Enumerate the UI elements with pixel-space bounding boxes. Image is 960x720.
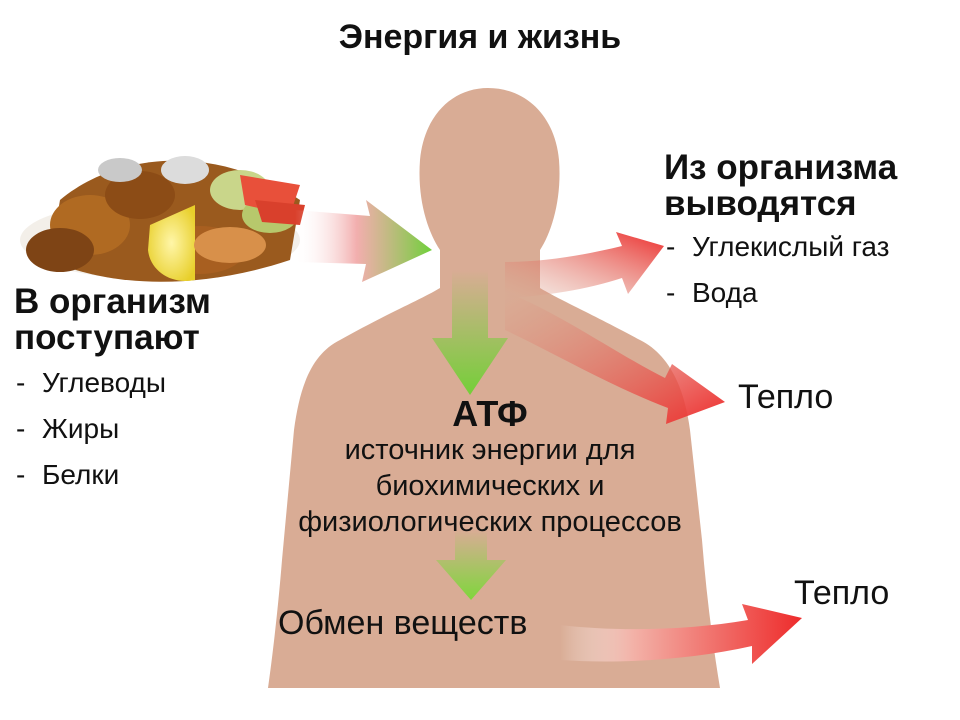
output-heading: Из организма выводятся bbox=[664, 150, 897, 222]
list-dash: - bbox=[666, 231, 676, 262]
output-item: -Углекислый газ bbox=[666, 224, 890, 270]
arrow-to-metabolism bbox=[436, 530, 506, 600]
list-dash: - bbox=[16, 413, 26, 444]
intake-item-label: Углеводы bbox=[42, 367, 167, 398]
output-list: -Углекислый газ -Вода bbox=[666, 224, 890, 316]
output-item: -Вода bbox=[666, 270, 890, 316]
atp-desc-line2: биохимических и bbox=[375, 470, 605, 502]
intake-item-label: Жиры bbox=[42, 413, 120, 444]
output-item-label: Углекислый газ bbox=[692, 231, 890, 262]
intake-item: -Белки bbox=[16, 452, 166, 498]
metabolism-label: Обмен веществ bbox=[278, 604, 528, 642]
human-body-silhouette-icon bbox=[268, 88, 720, 688]
arrow-to-heat-lower bbox=[560, 604, 802, 664]
arrow-food-to-body bbox=[295, 200, 432, 282]
intake-item: -Жиры bbox=[16, 406, 166, 452]
arrow-to-excretion bbox=[505, 232, 664, 298]
intake-list: -Углеводы -Жиры -Белки bbox=[16, 360, 166, 498]
output-heading-line2: выводятся bbox=[664, 184, 857, 223]
intake-item: -Углеводы bbox=[16, 360, 166, 406]
atp-desc-line1: источник энергии для bbox=[344, 434, 636, 466]
list-dash: - bbox=[16, 367, 26, 398]
arrow-to-atp bbox=[432, 270, 508, 395]
intake-item-label: Белки bbox=[42, 459, 120, 490]
list-dash: - bbox=[666, 277, 676, 308]
food-plate-icon bbox=[20, 156, 305, 282]
arrow-to-heat-upper bbox=[505, 292, 725, 424]
intake-heading: В организм поступают bbox=[14, 284, 211, 356]
atp-description: источник энергии для биохимических и физ… bbox=[0, 432, 960, 540]
output-item-label: Вода bbox=[692, 277, 758, 308]
intake-heading-line2: поступают bbox=[14, 318, 200, 357]
page-title: Энергия и жизнь bbox=[338, 18, 622, 56]
intake-heading-line1: В организм bbox=[14, 282, 211, 321]
atp-desc-line3: физиологических процессов bbox=[298, 506, 682, 538]
heat-label-upper: Тепло bbox=[738, 378, 834, 416]
output-heading-line1: Из организма bbox=[664, 148, 898, 187]
list-dash: - bbox=[16, 459, 26, 490]
heat-label-lower: Тепло bbox=[794, 574, 890, 612]
atp-title: АТФ bbox=[452, 393, 528, 434]
